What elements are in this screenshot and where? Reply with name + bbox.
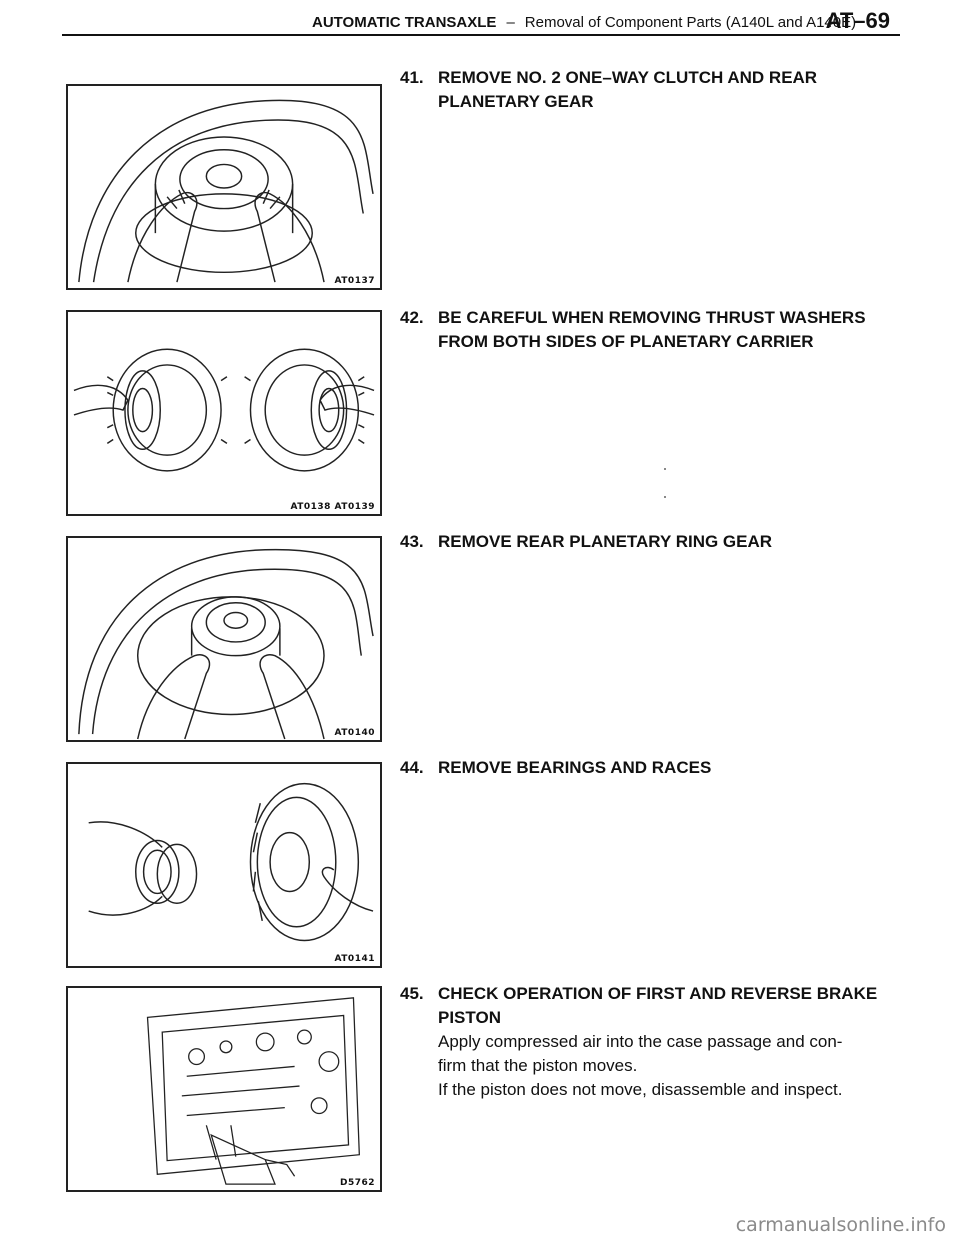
step-43: 43. REMOVE REAR PLANETARY RING GEAR xyxy=(400,530,880,554)
figure-43: AT0140 xyxy=(66,536,382,742)
figure-code: AT0137 xyxy=(333,276,376,286)
header-section: AUTOMATIC TRANSAXLE xyxy=(312,14,497,31)
step-title: 44. REMOVE BEARINGS AND RACES xyxy=(400,756,880,780)
figure-41: AT0137 xyxy=(66,84,382,290)
page-header: AUTOMATIC TRANSAXLE–Removal of Component… xyxy=(62,0,900,36)
step-title-line1: REMOVE BEARINGS AND RACES xyxy=(438,758,712,777)
illustration-thrust-washers xyxy=(73,348,375,472)
step-number: 42. xyxy=(400,308,424,327)
illustration-brake-piston xyxy=(146,997,360,1185)
figure-42: AT0138 AT0139 xyxy=(66,310,382,516)
step-title-line2: FROM BOTH SIDES OF PLANETARY CARRIER xyxy=(438,332,814,351)
step-title: 41.REMOVE NO. 2 ONE–WAY CLUTCH AND REAR … xyxy=(400,66,880,114)
figure-code: AT0141 xyxy=(333,954,376,964)
step-number: 44. xyxy=(400,758,424,777)
step-number: 43. xyxy=(400,532,424,551)
page-number: AT–69 xyxy=(825,8,890,33)
scan-speck xyxy=(664,468,666,470)
step-title: 42. BE CAREFUL WHEN REMOVING THRUST WASHE… xyxy=(400,306,880,354)
figure-code: D5762 xyxy=(338,1178,376,1188)
watermark: carmanualsonline.info xyxy=(735,1214,946,1236)
figure-45: D5762 xyxy=(66,986,382,1192)
step-title-line1: CHECK OPERATION OF FIRST AND REVERSE BRA… xyxy=(438,984,878,1003)
step-title-line2: PISTON xyxy=(438,1008,501,1027)
step-number: 41. xyxy=(400,68,424,87)
illustration-bearings-races xyxy=(88,782,374,942)
step-body-line: If the piston does not move, disassemble… xyxy=(438,1080,843,1099)
step-title-line1: REMOVE NO. 2 ONE–WAY CLUTCH AND REAR xyxy=(438,68,818,87)
step-body: Apply compressed air into the case passa… xyxy=(400,1030,880,1102)
step-41: 41.REMOVE NO. 2 ONE–WAY CLUTCH AND REAR … xyxy=(400,66,880,114)
header-subtitle: Removal of Component Parts (A140L and A1… xyxy=(524,14,857,31)
illustration-ring-gear xyxy=(78,549,374,740)
step-title: 43. REMOVE REAR PLANETARY RING GEAR xyxy=(400,530,880,554)
step-number: 45. xyxy=(400,984,424,1003)
illustration-one-way-clutch xyxy=(78,99,374,283)
step-title: 45. CHECK OPERATION OF FIRST AND REVERSE … xyxy=(400,982,880,1030)
step-44: 44. REMOVE BEARINGS AND RACES xyxy=(400,756,880,780)
figure-44: AT0141 xyxy=(66,762,382,968)
figure-code: AT0138 AT0139 xyxy=(289,502,376,512)
step-title-line1: REMOVE REAR PLANETARY RING GEAR xyxy=(438,532,773,551)
step-body-line: firm that the piston moves. xyxy=(438,1056,638,1075)
scan-speck xyxy=(664,496,666,498)
step-body-line: Apply compressed air into the case passa… xyxy=(438,1032,843,1051)
step-title-line1: BE CAREFUL WHEN REMOVING THRUST WASHERS xyxy=(438,308,866,327)
figure-code: AT0140 xyxy=(333,728,376,738)
step-title-line2: PLANETARY GEAR xyxy=(438,92,594,111)
header-separator: – xyxy=(506,14,515,31)
step-42: 42. BE CAREFUL WHEN REMOVING THRUST WASHE… xyxy=(400,306,880,354)
header-title: AUTOMATIC TRANSAXLE–Removal of Component… xyxy=(312,14,856,31)
step-45: 45. CHECK OPERATION OF FIRST AND REVERSE … xyxy=(400,982,880,1102)
